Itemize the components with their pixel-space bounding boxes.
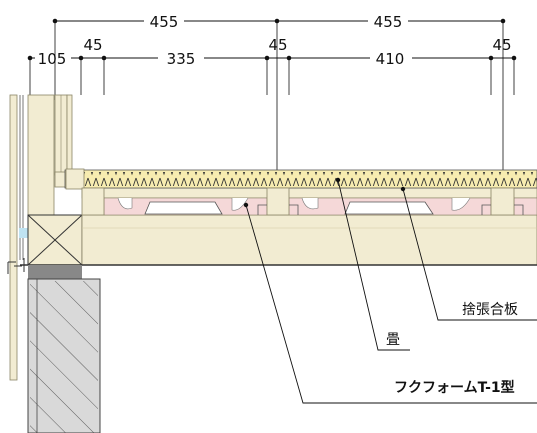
- dimension-455-left: 455: [150, 13, 179, 31]
- label-foam-board: フクフォームT-1型: [394, 379, 515, 396]
- dimension-45-a: 45: [83, 36, 102, 54]
- foam-board-bays: [103, 197, 537, 216]
- leader-lines: [243, 177, 537, 404]
- dimension-45-c: 45: [492, 36, 511, 54]
- foundation: [27, 265, 101, 433]
- dimension-410: 410: [376, 50, 405, 68]
- floor-joist-posts: [81, 187, 524, 216]
- floor-system: [20, 168, 537, 266]
- label-sheathing-plywood: 捨張合板: [462, 301, 518, 318]
- exterior-wall: [7, 94, 84, 381]
- glass-strip: [19, 228, 28, 238]
- label-tatami: 畳: [386, 332, 400, 348]
- extension-lines: [29, 21, 515, 175]
- dimension-row-top: 455 455: [52, 11, 506, 31]
- sill-plate-packing: [28, 265, 82, 279]
- dimension-335: 335: [167, 50, 196, 68]
- floor-plywood: [81, 187, 537, 199]
- wall-stud: [27, 94, 55, 216]
- dimension-105: 105: [38, 50, 67, 68]
- dimension-455-right: 455: [374, 13, 403, 31]
- dimension-row-second: 105 45 335 45 410 45: [27, 36, 517, 68]
- floor-joist: [81, 214, 537, 266]
- dimension-45-b: 45: [268, 36, 287, 54]
